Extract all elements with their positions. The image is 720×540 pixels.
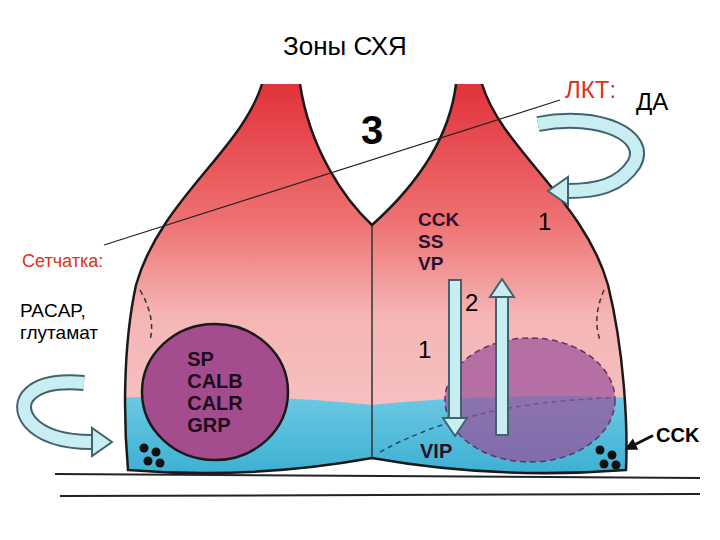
cell-dot bbox=[156, 459, 165, 468]
connector-arrow bbox=[490, 279, 514, 436]
core-circle-outline bbox=[142, 324, 288, 460]
base-line bbox=[60, 494, 700, 496]
input-arrow-outline bbox=[538, 121, 637, 191]
input-arrow-outline bbox=[24, 382, 92, 442]
base-line bbox=[55, 474, 700, 478]
node-text: SP CALB CALR GRP bbox=[187, 348, 243, 436]
node-text: VIP bbox=[420, 440, 452, 463]
connector-head bbox=[443, 418, 467, 436]
peptide-name: CCK bbox=[656, 424, 699, 447]
input-arrow-head bbox=[548, 177, 568, 205]
pointer-arrow-line bbox=[635, 436, 653, 445]
cell-dot bbox=[608, 451, 617, 460]
diagram-title: Зоны СХЯ bbox=[283, 32, 407, 62]
input-arrow bbox=[538, 121, 637, 205]
input-arrow-body bbox=[538, 121, 637, 191]
connector-outline bbox=[448, 279, 462, 418]
input-arrow bbox=[24, 382, 112, 456]
transmitter-name: PACAP, глутамат bbox=[20, 300, 98, 344]
cell-dot bbox=[140, 444, 149, 453]
scn-outline bbox=[125, 84, 626, 473]
zone-boundary bbox=[140, 290, 152, 340]
connector-head bbox=[490, 279, 514, 297]
cell-dot bbox=[596, 446, 605, 455]
pointer-arrow-head bbox=[626, 440, 637, 449]
cell-dot bbox=[612, 461, 621, 470]
shell-zone: CCK SS VP bbox=[414, 205, 514, 279]
ventricle-region: 3 bbox=[361, 110, 384, 150]
connector-body bbox=[450, 281, 460, 418]
cell-dot bbox=[600, 460, 609, 469]
midline bbox=[371, 225, 373, 458]
cell-dot bbox=[144, 457, 153, 466]
callout-number: 1 bbox=[538, 208, 551, 236]
connector-arrow bbox=[443, 279, 467, 436]
zone-boundary bbox=[597, 290, 604, 340]
cell-dot bbox=[152, 448, 161, 457]
transmitter-name: ДА bbox=[636, 88, 668, 116]
connector-body bbox=[497, 297, 507, 434]
input-source: Сетчатка: bbox=[22, 251, 103, 272]
callout-number: 2 bbox=[465, 289, 478, 317]
input-arrow-head bbox=[92, 428, 112, 456]
input-source: ЛКТ: bbox=[565, 76, 616, 104]
connector-outline bbox=[495, 297, 509, 436]
core-circle: SP CALB CALR GRP bbox=[140, 322, 290, 462]
node-text: 3 bbox=[361, 110, 383, 150]
callout-number: 1 bbox=[418, 336, 431, 364]
node-text: CCK SS VP bbox=[418, 209, 459, 275]
vip-zone: VIP bbox=[416, 436, 512, 467]
leader-line bbox=[104, 100, 560, 245]
vip-core-ellipse bbox=[445, 338, 615, 462]
pointer-arrow bbox=[626, 436, 653, 450]
input-arrow-body bbox=[24, 382, 92, 442]
